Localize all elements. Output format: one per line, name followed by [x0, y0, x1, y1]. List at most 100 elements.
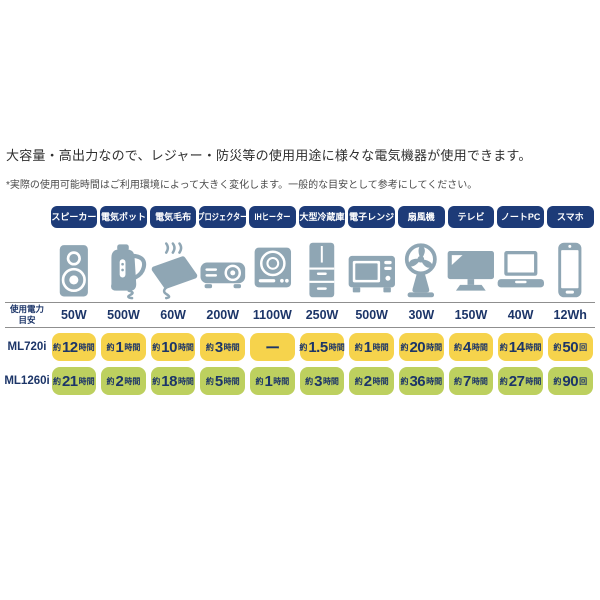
ml1260i-model-label: ML1260i: [4, 375, 50, 387]
duration-unit: 時間: [78, 342, 95, 352]
duration-value: 2: [115, 372, 124, 390]
speaker-icon: [59, 245, 88, 297]
ih-heater-icon: [254, 247, 291, 288]
power-usage-value: 200W: [206, 308, 240, 322]
duration-prefix: 約: [106, 342, 115, 352]
duration-unit: 時間: [124, 376, 141, 386]
duration-prefix: 約: [400, 376, 409, 386]
duration-prefix: 約: [152, 376, 161, 386]
power-usage-value: 150W: [454, 308, 488, 322]
appliance-header-cell: テレビ: [446, 205, 496, 228]
duration-value: 20: [409, 338, 426, 356]
appliance-icon-cell: [148, 229, 198, 302]
appliance-pill-label: 大型冷蔵庫: [299, 212, 345, 222]
duration-prefix: 約: [499, 342, 508, 352]
duration-unit: 時間: [322, 376, 339, 386]
duration-value: 3: [314, 372, 322, 390]
appliance-header-cell: 扇風機: [396, 205, 446, 228]
duration-value: 10: [161, 338, 177, 356]
laptop-icon: [497, 250, 544, 288]
duration-value: 90: [562, 372, 579, 390]
appliance-icon-cell: [446, 229, 496, 302]
duration-prefix: 約: [255, 376, 264, 386]
duration-value: 7: [463, 372, 471, 390]
duration-value: ー: [265, 339, 280, 357]
duration-value: 1: [264, 372, 273, 390]
power-usage-value: 12Wh: [553, 308, 587, 322]
duration-prefix: 約: [454, 376, 463, 386]
duration-value: 4: [463, 338, 471, 356]
power-usage-cell: 40W: [496, 308, 546, 322]
appliance-pill: 電気ポット: [100, 205, 147, 228]
appliance-icon-cell: [347, 229, 397, 302]
appliance-header-cell: 電気ポット: [99, 205, 149, 228]
power-usage-cell: 500W: [347, 308, 397, 322]
appliance-pill-label: テレビ: [457, 212, 485, 222]
duration-value: 2: [363, 372, 372, 390]
duration-prefix: 約: [52, 376, 61, 386]
appliance-pill: プロジェクター: [197, 205, 248, 228]
duration-value: 12: [61, 338, 78, 356]
power-usage-value: 250W: [305, 308, 339, 322]
electric-blanket-icon: [152, 242, 198, 300]
appliance-pill-label: 電子レンジ: [349, 212, 395, 222]
duration-value: 5: [214, 372, 223, 390]
power-usage-value: 50W: [60, 308, 87, 322]
appliance-pill-label: IHヒーター: [254, 212, 291, 222]
appliance-pill-label: プロジェクター: [197, 212, 248, 222]
duration-unit: 時間: [177, 376, 194, 386]
duration-unit: 時間: [273, 376, 290, 386]
duration-value: 50: [562, 338, 579, 356]
duration-unit: 時間: [471, 342, 488, 352]
duration-unit: 時間: [223, 342, 240, 352]
appliance-pill-label: 電気毛布: [155, 212, 192, 222]
duration-unit: 時間: [177, 342, 194, 352]
tv-icon: [447, 250, 495, 291]
duration-prefix: 約: [499, 376, 508, 386]
duration-value: 1: [115, 338, 124, 356]
duration-unit: 時間: [426, 376, 443, 386]
duration-prefix: 約: [354, 342, 363, 352]
power-usage-value: 40W: [507, 308, 534, 322]
duration-unit: 時間: [372, 342, 389, 352]
appliance-icon-row: [5, 229, 595, 302]
appliance-header-cell: IHヒーター: [248, 205, 298, 228]
power-usage-value: 500W: [107, 308, 140, 322]
appliance-pill: スマホ: [546, 205, 594, 228]
duration-value: 18: [161, 372, 177, 390]
power-usage-label-line1: 使用電力: [9, 304, 44, 315]
power-usage-label: 使用電力 目安: [5, 304, 49, 325]
appliance-icon-cell: [198, 229, 248, 302]
duration-prefix: 約: [354, 376, 363, 386]
duration-value: 36: [409, 372, 426, 390]
power-usage-value: 30W: [408, 308, 435, 322]
smartphone-icon: [558, 242, 582, 298]
power-usage-cell: 12Wh: [545, 308, 595, 322]
appliance-icon-cell: [396, 229, 446, 302]
appliance-pill-label: ノートPC: [500, 212, 541, 222]
ml720i-model-label: ML720i: [7, 341, 47, 353]
duration-unit: 時間: [372, 376, 389, 386]
